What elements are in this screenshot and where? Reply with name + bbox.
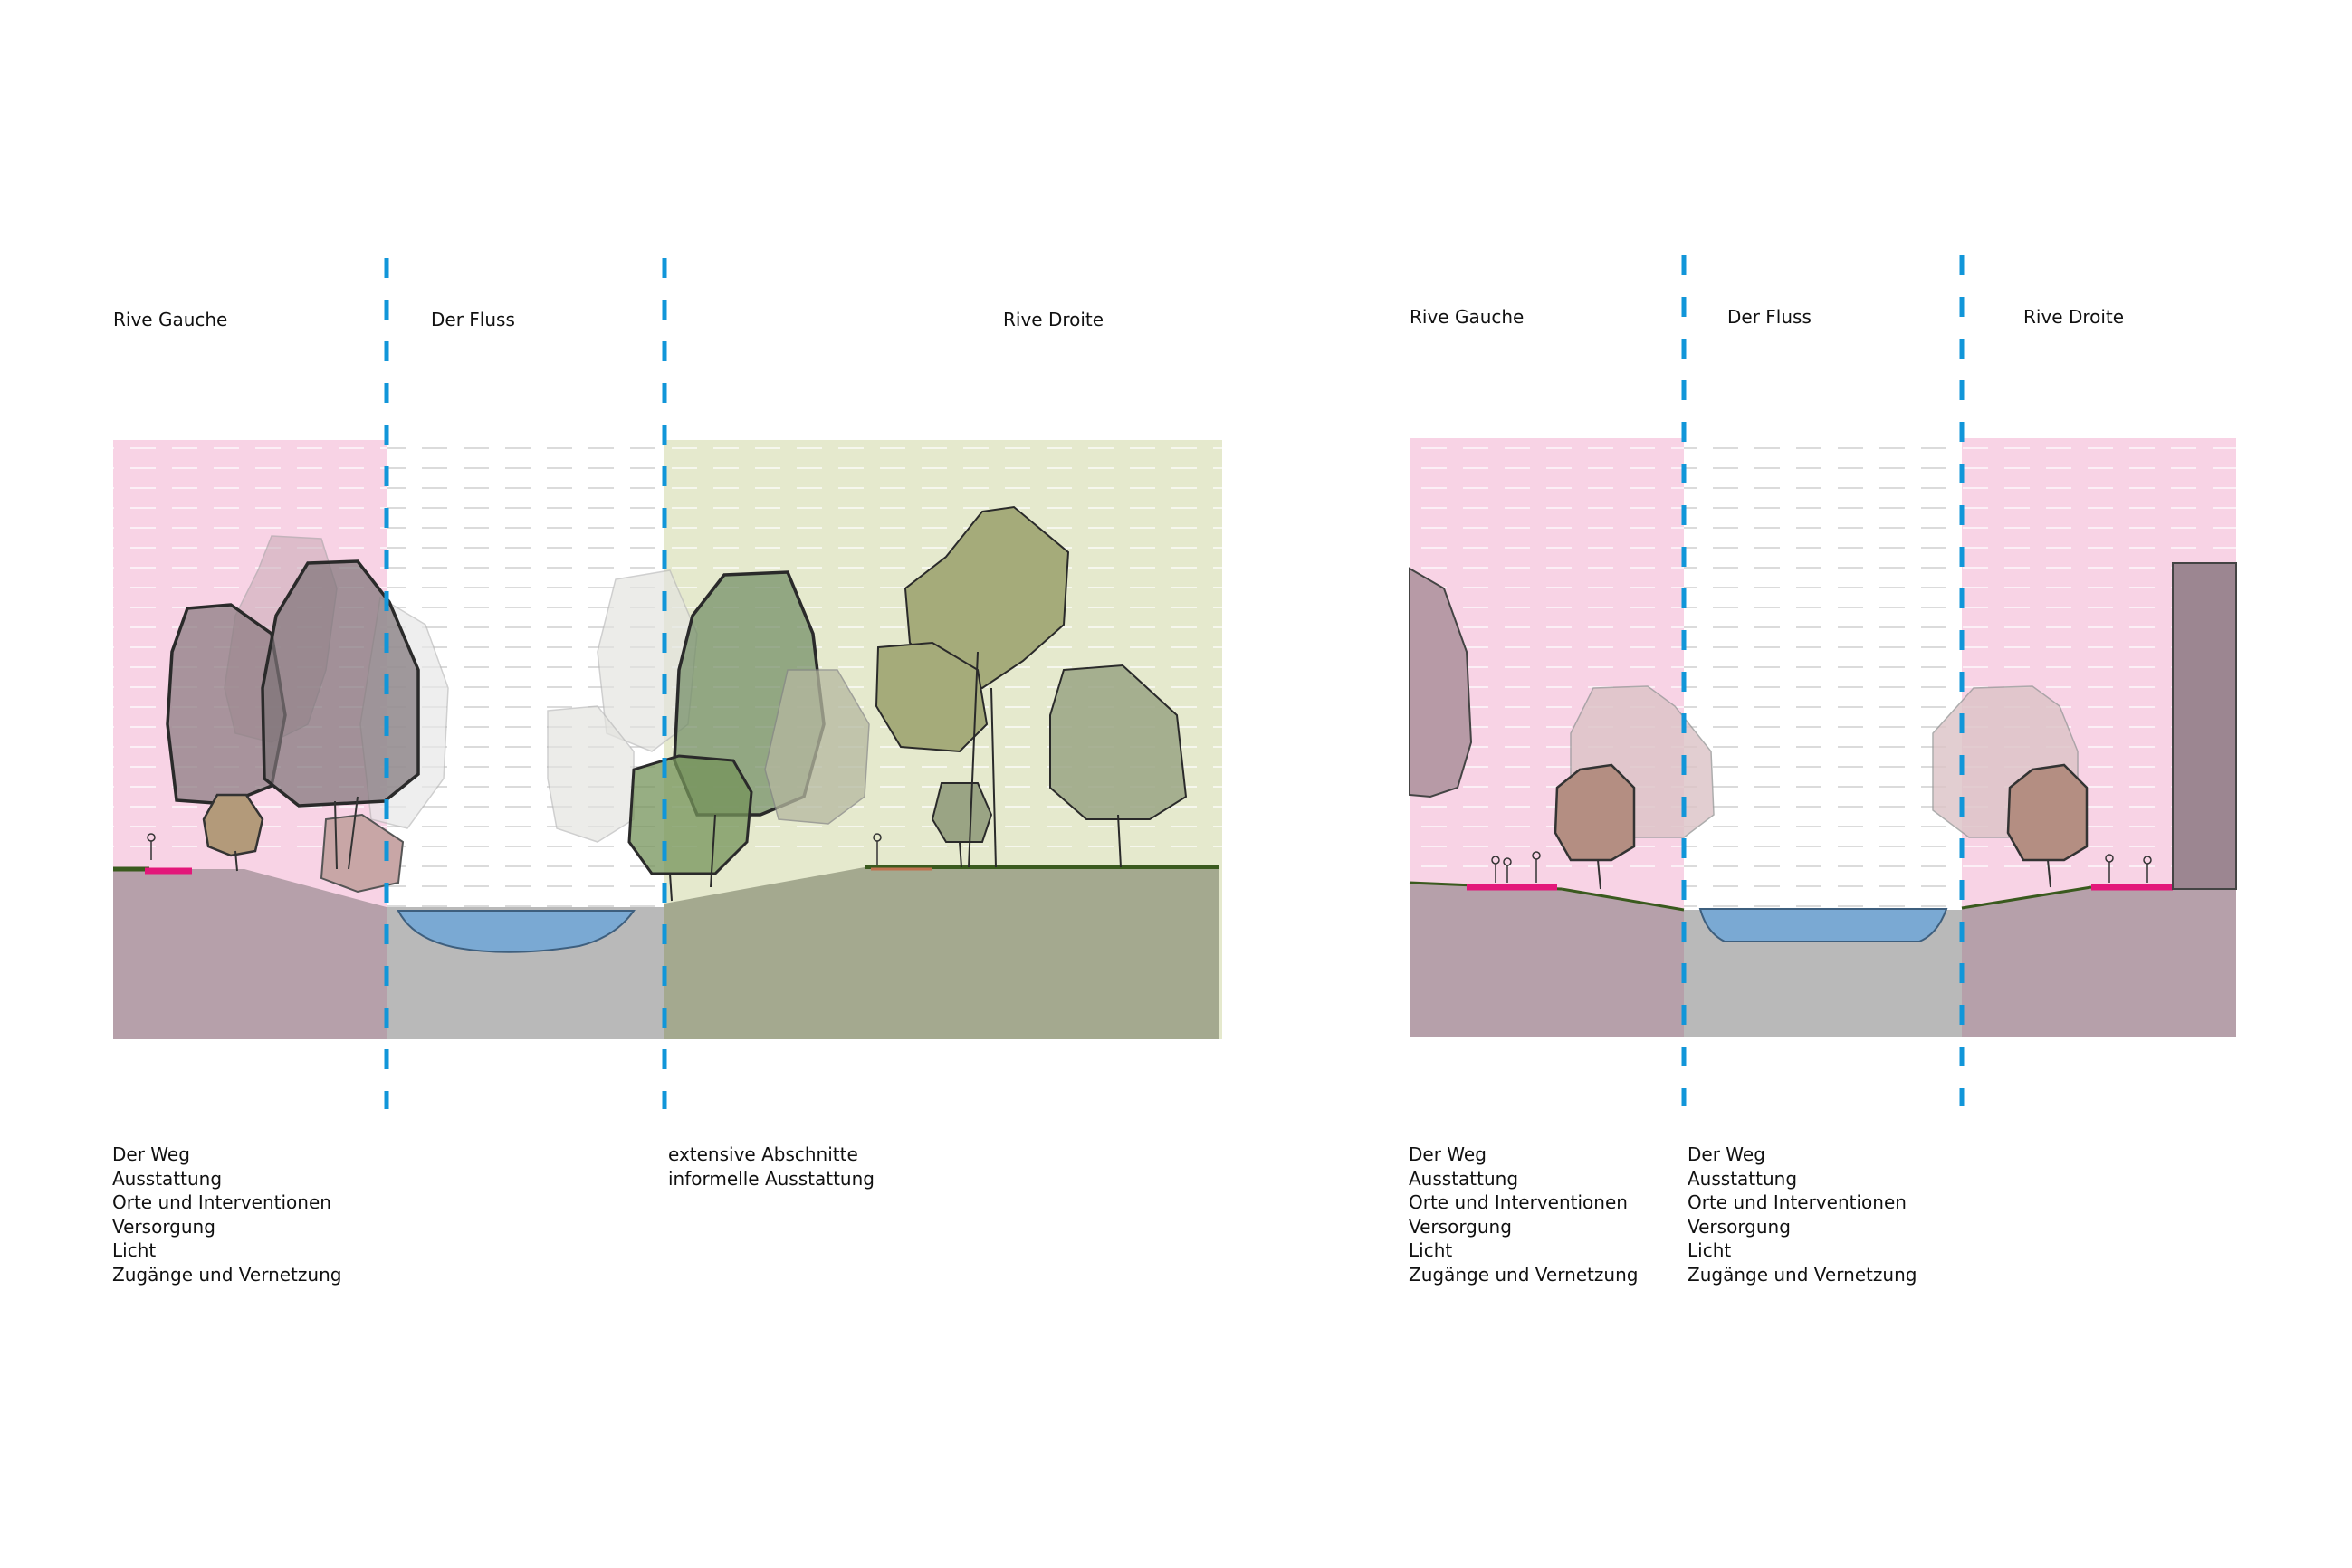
list-item: Licht bbox=[1409, 1239, 1453, 1261]
list-item: Versorgung bbox=[1409, 1215, 1512, 1238]
list-item: Orte und Interventionen bbox=[1409, 1191, 1628, 1213]
list-item: Versorgung bbox=[1688, 1215, 1791, 1238]
list-item: Der Weg bbox=[112, 1143, 190, 1165]
list-item: Ausstattung bbox=[1688, 1167, 1798, 1190]
list-item: Ausstattung bbox=[1409, 1167, 1519, 1190]
list-item: Der Weg bbox=[1409, 1143, 1487, 1165]
ground-left-bank bbox=[113, 869, 387, 1039]
list-item: Versorgung bbox=[112, 1215, 215, 1238]
list-item: Zugänge und Vernetzung bbox=[1688, 1263, 1917, 1286]
list-item: Orte und Interventionen bbox=[112, 1191, 331, 1213]
list-item: Licht bbox=[1688, 1239, 1732, 1261]
feature-list-left-bank: Der Weg Ausstattung Orte und Interventio… bbox=[112, 1143, 341, 1286]
list-item: Zugänge und Vernetzung bbox=[112, 1263, 342, 1286]
cropped-header-text: ... bbox=[91, 116, 115, 129]
feature-list-right-bank: extensive Abschnitte informelle Ausstatt… bbox=[668, 1143, 875, 1190]
list-item: Ausstattung bbox=[112, 1167, 223, 1190]
list-item: Zugänge und Vernetzung bbox=[1409, 1263, 1639, 1286]
list-item: Der Weg bbox=[1688, 1143, 1765, 1165]
list-item: Licht bbox=[112, 1239, 157, 1261]
trees-right-bank bbox=[547, 505, 1188, 902]
building-block bbox=[2172, 562, 2237, 890]
trees-left-bank bbox=[166, 535, 449, 894]
list-item: informelle Ausstattung bbox=[668, 1167, 875, 1190]
people-figures-right bbox=[1491, 851, 2152, 883]
zone-label-rive-gauche-right: Rive Gauche bbox=[1410, 306, 1525, 328]
section-right-diagram bbox=[1409, 255, 2237, 1106]
zone-label-rive-gauche-left: Rive Gauche bbox=[113, 309, 228, 330]
zone-label-fluss-left: Der Fluss bbox=[431, 309, 515, 330]
zone-label-rive-droite-right: Rive Droite bbox=[2023, 306, 2125, 328]
zone-label-rive-droite-left: Rive Droite bbox=[1003, 309, 1104, 330]
river-water-left bbox=[397, 910, 636, 953]
ground-right-bank bbox=[664, 867, 1219, 1039]
trees-right-section bbox=[1409, 567, 2089, 890]
people-figures-left bbox=[147, 833, 882, 865]
feature-list-right-section-1: Der Weg Ausstattung Orte und Interventio… bbox=[1409, 1143, 1638, 1286]
river-water-right bbox=[1698, 908, 1948, 942]
zone-label-fluss-right: Der Fluss bbox=[1727, 306, 1812, 328]
list-item: Orte und Interventionen bbox=[1688, 1191, 1907, 1213]
feature-list-right-section-2: Der Weg Ausstattung Orte und Interventio… bbox=[1688, 1143, 1917, 1286]
section-left-diagram bbox=[113, 258, 1222, 1109]
list-item: extensive Abschnitte bbox=[668, 1143, 858, 1165]
